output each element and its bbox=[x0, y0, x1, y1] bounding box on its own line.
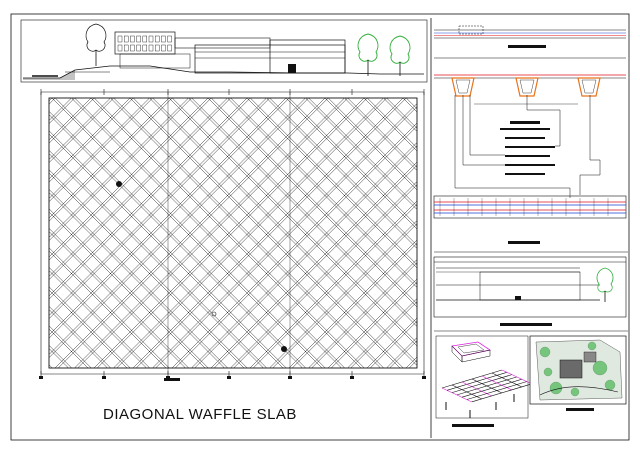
building-elevation bbox=[20, 19, 428, 83]
drawing-title: DIAGONAL WAFFLE SLAB bbox=[103, 406, 297, 423]
tree-icon bbox=[596, 267, 614, 302]
tree-icon bbox=[357, 33, 379, 76]
site-plan-thumbnail bbox=[529, 335, 627, 411]
tree-icon bbox=[85, 23, 107, 66]
beam-section bbox=[433, 195, 628, 253]
tree-icon bbox=[389, 35, 411, 76]
isometric-waffle-view bbox=[435, 335, 533, 427]
sheet-border bbox=[10, 13, 630, 441]
slab-section-top bbox=[434, 25, 626, 48]
building-elevation-small bbox=[433, 256, 628, 332]
waffle-rib-section bbox=[434, 57, 626, 198]
waffle-slab-plan bbox=[39, 89, 426, 381]
